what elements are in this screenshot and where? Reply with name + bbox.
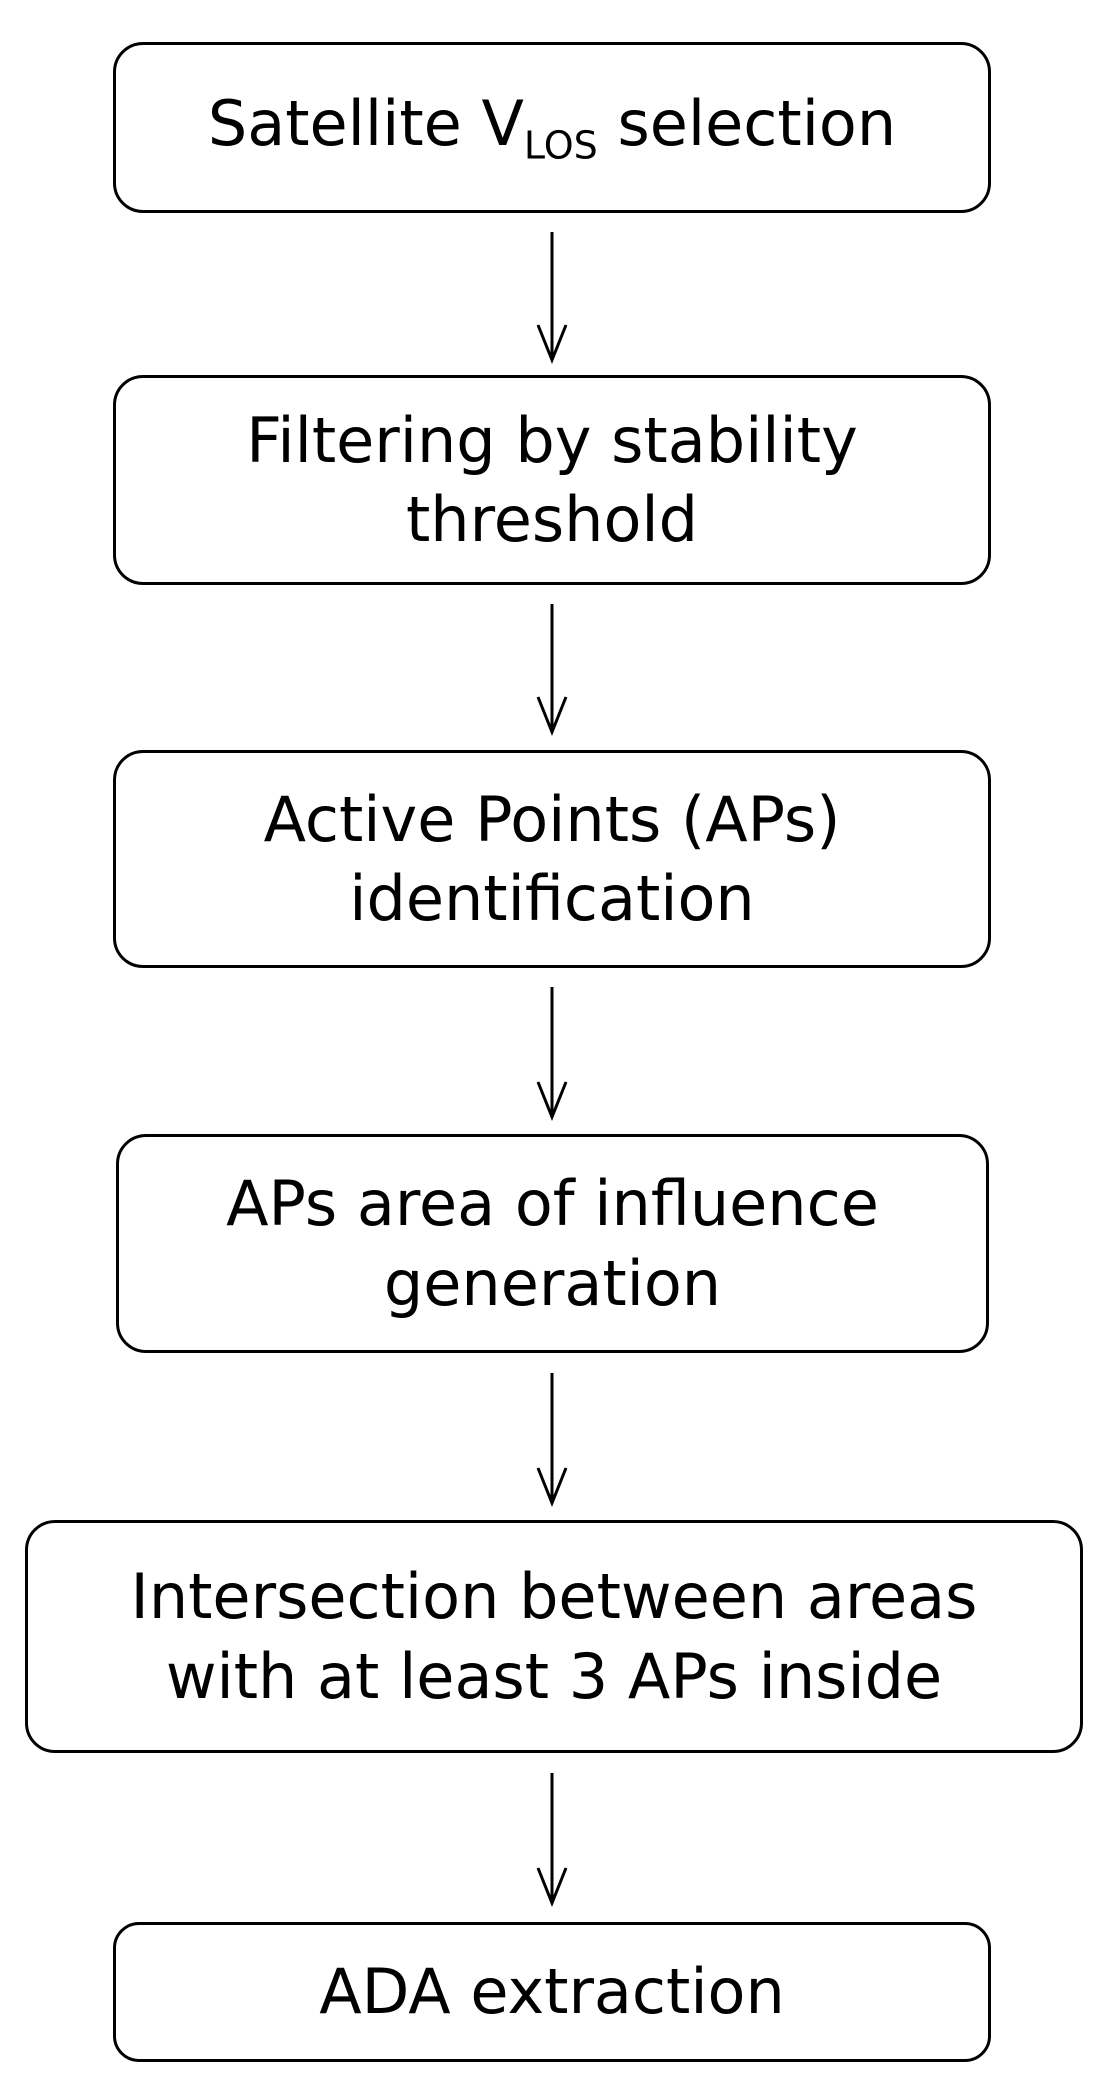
- step-satellite-vlos-selection: Satellite VLOS selection: [113, 42, 991, 213]
- step-2-line-1: Filtering by stability: [246, 403, 858, 477]
- step-1-text-main: Satellite V: [207, 87, 524, 161]
- arrow-2-to-3: [536, 604, 568, 737]
- step-active-points-identification: Active Points (APs) identification: [113, 750, 991, 968]
- step-3-line-2: identification: [349, 862, 755, 935]
- arrow-1-to-2: [536, 232, 568, 365]
- step-3-line-1: Active Points (APs): [263, 782, 841, 856]
- step-4-line-1: APs area of influence: [226, 1167, 879, 1241]
- arrow-5-to-6: [536, 1773, 568, 1908]
- step-2-line-2: threshold: [406, 483, 698, 556]
- step-1-subscript: LOS: [523, 123, 598, 168]
- step-5-line-1: Intersection between areas: [130, 1560, 978, 1634]
- step-1-text: Satellite VLOS selection: [208, 84, 896, 170]
- step-intersection-between-areas: Intersection between areas with at least…: [25, 1520, 1083, 1753]
- step-filtering-by-stability-threshold: Filtering by stability threshold: [113, 375, 991, 585]
- arrow-3-to-4: [536, 987, 568, 1122]
- step-6-text: ADA extraction: [319, 1955, 785, 2029]
- step-1-text-tail: selection: [597, 87, 897, 161]
- step-aps-area-of-influence-generation: APs area of influence generation: [116, 1134, 989, 1353]
- step-5-line-2: with at least 3 APs inside: [165, 1639, 943, 1713]
- step-4-line-2: generation: [383, 1246, 722, 1320]
- arrow-4-to-5: [536, 1373, 568, 1508]
- step-ada-extraction: ADA extraction: [113, 1922, 991, 2062]
